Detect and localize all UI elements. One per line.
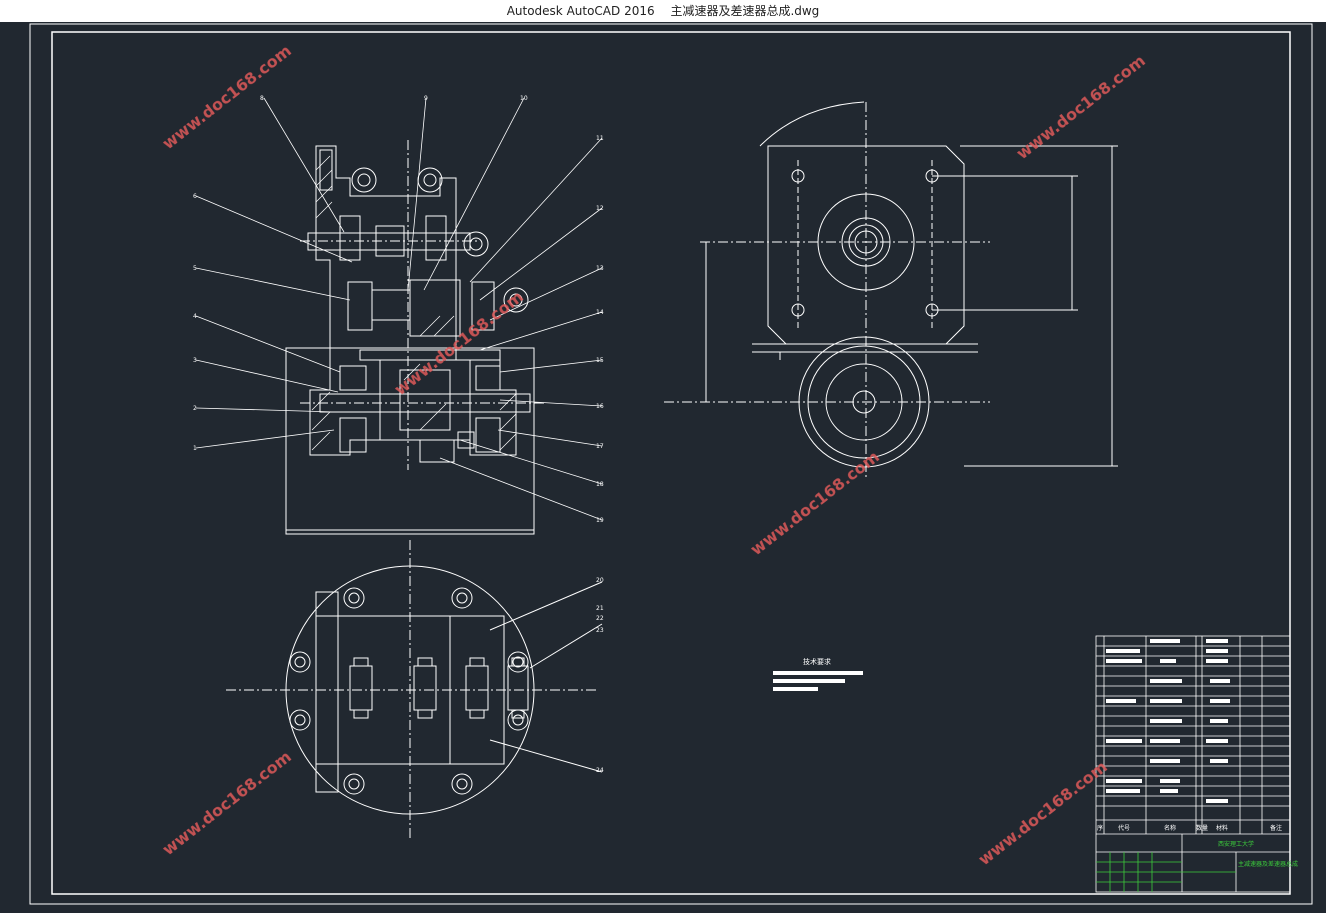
callout-top-3: 10: [520, 95, 528, 102]
window-title-bar: Autodesk AutoCAD 2016 主减速器及差速器总成.dwg: [0, 0, 1326, 22]
tb-header-code: 代号: [1118, 824, 1130, 832]
app-name: Autodesk AutoCAD 2016: [506, 4, 655, 18]
watermark-text: www.doc168.com: [159, 41, 295, 153]
sheet-inner-border: [51, 31, 1291, 895]
callout-bottom-1: 20: [596, 577, 604, 584]
callout-left-3: 4: [193, 313, 197, 320]
title-block[interactable]: [1095, 635, 1291, 893]
watermarks: www.doc168.com www.doc168.com www.doc168…: [159, 41, 1149, 869]
watermark-text: www.doc168.com: [747, 447, 883, 559]
callout-labels: 6 5 4 3 2 1 8 9 10 11 12 13 14 15 16 17 …: [193, 95, 604, 774]
callout-left-2: 5: [193, 265, 197, 272]
callout-top-1: 8: [260, 95, 264, 102]
callout-right-4: 14: [596, 309, 604, 316]
callout-left-6: 1: [193, 445, 197, 452]
drawing-canvas[interactable]: 技术要求 6 5 4 3 2 1 8 9 10 11 12 13 14 15 1…: [0, 22, 1326, 909]
callout-right-9: 19: [596, 517, 604, 524]
watermark-text: www.doc168.com: [159, 747, 295, 859]
callout-bottom-5: 24: [596, 767, 604, 774]
callout-left-5: 2: [193, 405, 197, 412]
title-block-rows: [1096, 645, 1290, 807]
callout-right-1: 11: [596, 135, 604, 142]
callout-right-8: 18: [596, 481, 604, 488]
callout-left-1: 6: [193, 193, 197, 200]
callout-right-3: 13: [596, 265, 604, 272]
sheet-outer-border: [29, 23, 1313, 905]
callout-left-4: 3: [193, 357, 197, 364]
leader-lines: [195, 97, 603, 521]
title-block-green-labels: 西安理工大学 主减速器及差速器总成: [1218, 840, 1298, 868]
watermark-text: www.doc168.com: [391, 287, 527, 399]
technical-notes: 技术要求: [773, 657, 863, 691]
callout-right-2: 12: [596, 205, 604, 212]
callout-right-5: 15: [596, 357, 604, 364]
watermark-text: www.doc168.com: [975, 757, 1111, 869]
tb-drawing-title: 主减速器及差速器总成: [1238, 860, 1298, 868]
plan-view[interactable]: [226, 540, 603, 840]
side-view[interactable]: [664, 101, 1118, 480]
callout-bottom-2: 21: [596, 605, 604, 612]
cad-drawing[interactable]: 技术要求 6 5 4 3 2 1 8 9 10 11 12 13 14 15 1…: [0, 22, 1326, 909]
callout-bottom-3: 22: [596, 615, 604, 622]
callout-right-7: 17: [596, 443, 604, 450]
callout-top-2: 9: [424, 95, 428, 102]
title-block-text-placeholders: [1106, 639, 1230, 803]
tb-school: 西安理工大学: [1218, 840, 1254, 848]
callout-right-6: 16: [596, 403, 604, 410]
callout-bottom-4: 23: [596, 627, 604, 634]
tb-header-qty: 数量: [1196, 824, 1208, 832]
front-section-view[interactable]: [285, 140, 546, 535]
notes-title: 技术要求: [803, 657, 831, 666]
file-name: 主减速器及差速器总成.dwg: [670, 4, 820, 18]
title-block-grid-green: [1096, 852, 1236, 892]
tb-header-name: 名称: [1164, 824, 1176, 832]
tb-header-no: 序: [1097, 824, 1103, 832]
tb-header-material: 材料: [1216, 824, 1228, 832]
title-block-labels: 序 代号 名称 数量 材料 备注: [1097, 824, 1282, 832]
tb-header-remark: 备注: [1270, 824, 1282, 832]
